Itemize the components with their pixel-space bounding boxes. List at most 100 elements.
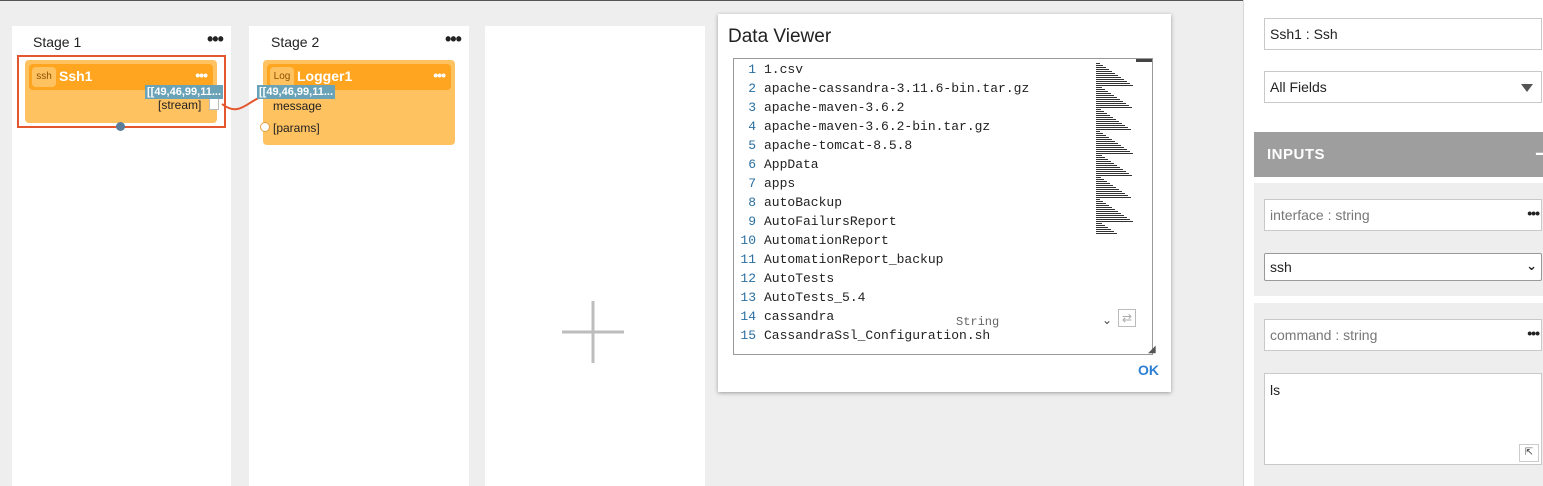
code-minimap[interactable] — [1096, 63, 1152, 235]
line-text: 1.csv — [764, 62, 804, 77]
line-text: apache-maven-3.6.2 — [764, 100, 905, 115]
line-text: AutoTests_5.4 — [764, 290, 866, 305]
more-horizontal-icon[interactable]: ••• — [207, 29, 224, 49]
input-data-tooltip: [[49,46,99,11... — [257, 85, 335, 99]
dialog-title: Data Viewer — [728, 26, 832, 47]
line-number: 7 — [748, 176, 756, 191]
more-horizontal-icon[interactable]: ••• — [445, 29, 462, 49]
minimap-line — [1096, 113, 1107, 114]
output-port-handle[interactable] — [209, 98, 219, 110]
minimap-line — [1096, 215, 1124, 216]
minimap-line — [1096, 87, 1102, 88]
minimap-line — [1096, 225, 1105, 226]
collapse-icon[interactable]: – — [1535, 140, 1543, 166]
wrap-toggle-icon[interactable]: ⇄ — [1118, 309, 1136, 327]
minimap-line — [1096, 219, 1130, 220]
more-horizontal-icon[interactable]: ••• — [1527, 325, 1540, 341]
minimap-line — [1096, 63, 1100, 64]
chevron-down-icon[interactable]: ⌄ — [1102, 313, 1113, 327]
minimap-line — [1096, 103, 1126, 104]
minimap-line — [1096, 165, 1117, 166]
minimap-line — [1096, 119, 1116, 120]
input-port-handle[interactable] — [260, 122, 270, 132]
minimap-line — [1096, 153, 1133, 154]
fields-filter-dropdown[interactable]: All Fields — [1264, 71, 1542, 103]
line-number: 14 — [740, 309, 756, 324]
line-text: AutoFailursReport — [764, 214, 897, 229]
minimap-line — [1096, 77, 1121, 78]
minimap-line — [1096, 93, 1111, 94]
interface-param-label[interactable]: interface : string ••• — [1264, 199, 1542, 231]
minimap-line — [1096, 171, 1126, 172]
node-type-tag: Log — [270, 67, 294, 87]
line-number: 9 — [748, 214, 756, 229]
interface-select[interactable]: ssh ⌄ — [1264, 253, 1542, 281]
minimap-line — [1096, 123, 1122, 124]
node-logger1[interactable]: Log Logger1 ••• message [params] — [260, 60, 455, 145]
minimap-line — [1096, 213, 1121, 214]
command-textarea[interactable]: ls ⇱ — [1264, 373, 1542, 465]
param-label-text: interface : string — [1270, 207, 1370, 223]
plus-icon[interactable] — [562, 301, 624, 363]
node-bottom-port[interactable] — [116, 122, 125, 131]
minimap-line — [1096, 135, 1106, 136]
more-horizontal-icon[interactable]: ••• — [1527, 205, 1540, 221]
minimap-line — [1096, 151, 1130, 152]
minimap-line — [1096, 129, 1131, 130]
minimap-line — [1096, 187, 1116, 188]
minimap-line — [1096, 209, 1115, 210]
line-text: apache-tomcat-8.5.8 — [764, 138, 913, 153]
minimap-line — [1096, 145, 1121, 146]
expand-icon[interactable]: ⇱ — [1519, 444, 1539, 462]
line-number: 5 — [748, 138, 756, 153]
line-text: cassandra — [764, 309, 835, 324]
minimap-line — [1096, 227, 1108, 228]
node-name: Logger1 — [297, 68, 353, 84]
line-text: apache-maven-3.6.2-bin.tar.gz — [764, 119, 991, 134]
minimap-line — [1096, 125, 1125, 126]
more-horizontal-icon[interactable]: ••• — [433, 67, 446, 83]
node-name-field[interactable]: Ssh1 : Ssh — [1264, 18, 1542, 50]
minimap-line — [1096, 111, 1104, 112]
minimap-line — [1096, 189, 1119, 190]
minimap-line — [1096, 99, 1120, 100]
line-number: 8 — [748, 195, 756, 210]
minimap-line — [1096, 231, 1114, 232]
line-text: autoBackup — [764, 195, 843, 210]
minimap-line — [1096, 73, 1115, 74]
code-line: 5 apache-tomcat-8.5.8 — [734, 138, 912, 157]
minimap-line — [1096, 149, 1127, 150]
inputs-section-header[interactable]: INPUTS – — [1254, 132, 1543, 177]
chevron-down-icon: ⌄ — [1526, 258, 1537, 273]
input-block-interface: interface : string ••• ssh ⌄ — [1254, 183, 1543, 296]
stage-title: Stage 2 — [271, 34, 320, 50]
minimap-line — [1096, 91, 1108, 92]
minimap-line — [1096, 233, 1117, 234]
minimap-line — [1096, 211, 1118, 212]
ok-button[interactable]: OK — [1138, 362, 1159, 378]
resize-handle-icon[interactable]: ◢ — [1148, 344, 1156, 355]
minimap-line — [1096, 85, 1133, 86]
minimap-line — [1096, 157, 1105, 158]
minimap-line — [1096, 127, 1128, 128]
more-horizontal-icon[interactable]: ••• — [195, 67, 208, 83]
line-number: 12 — [740, 271, 756, 286]
minimap-line — [1096, 83, 1130, 84]
command-param-label[interactable]: command : string ••• — [1264, 319, 1542, 351]
minimap-line — [1096, 71, 1112, 72]
add-stage-area[interactable] — [485, 26, 705, 486]
minimap-line — [1096, 179, 1104, 180]
scrollbar-thumb[interactable] — [1136, 59, 1152, 62]
line-number: 10 — [740, 233, 756, 248]
minimap-line — [1096, 159, 1108, 160]
minimap-line — [1096, 67, 1106, 68]
minimap-line — [1096, 167, 1120, 168]
param-label-text: command : string — [1270, 327, 1378, 343]
minimap-line — [1096, 115, 1110, 116]
